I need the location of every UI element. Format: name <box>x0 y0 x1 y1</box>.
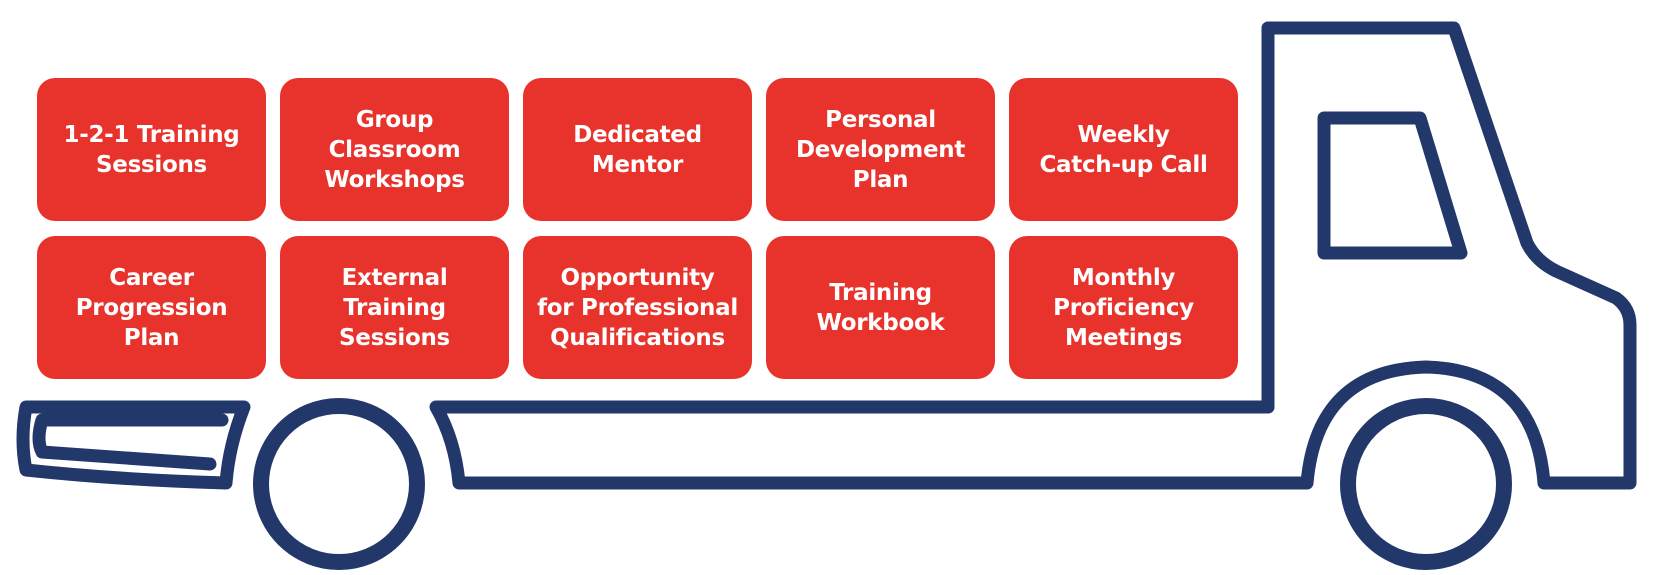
card-external-training-sessions: External Training Sessions <box>280 236 509 379</box>
benefits-grid: 1-2-1 Training Sessions Group Classroom … <box>37 78 1238 380</box>
card-career-progression-plan: Career Progression Plan <box>37 236 266 379</box>
truck-cab-window <box>1317 111 1468 260</box>
truck-rear-bumper <box>16 400 251 490</box>
card-professional-qualifications: Opportunity for Professional Qualificati… <box>523 236 752 379</box>
card-label: Training Workbook <box>816 279 945 336</box>
card-weekly-catch-up-call: Weekly Catch-up Call <box>1009 78 1238 221</box>
card-personal-development-plan: Personal Development Plan <box>766 78 995 221</box>
card-1-2-1-training-sessions: 1-2-1 Training Sessions <box>37 78 266 221</box>
rear-wheel <box>253 398 425 570</box>
card-training-workbook: Training Workbook <box>766 236 995 379</box>
card-group-classroom-workshops: Group Classroom Workshops <box>280 78 509 221</box>
card-label: Monthly Proficiency Meetings <box>1053 264 1194 351</box>
card-label: Weekly Catch-up Call <box>1039 121 1208 178</box>
card-label: Group Classroom Workshops <box>324 106 465 193</box>
front-wheel <box>1340 398 1512 570</box>
front-wheel-arch <box>1300 360 1551 484</box>
card-label: Dedicated Mentor <box>573 121 702 178</box>
card-monthly-proficiency-meetings: Monthly Proficiency Meetings <box>1009 236 1238 379</box>
card-dedicated-mentor: Dedicated Mentor <box>523 78 752 221</box>
card-label: Opportunity for Professional Qualificati… <box>537 264 738 351</box>
card-label: External Training Sessions <box>339 264 450 351</box>
truck-cab-outline <box>1261 21 1637 490</box>
truck-bed-outline <box>429 400 1314 490</box>
card-label: Personal Development Plan <box>795 106 966 193</box>
card-label: 1-2-1 Training Sessions <box>63 121 240 178</box>
truck-bumper-line <box>32 413 229 471</box>
card-label: Career Progression Plan <box>75 264 228 351</box>
